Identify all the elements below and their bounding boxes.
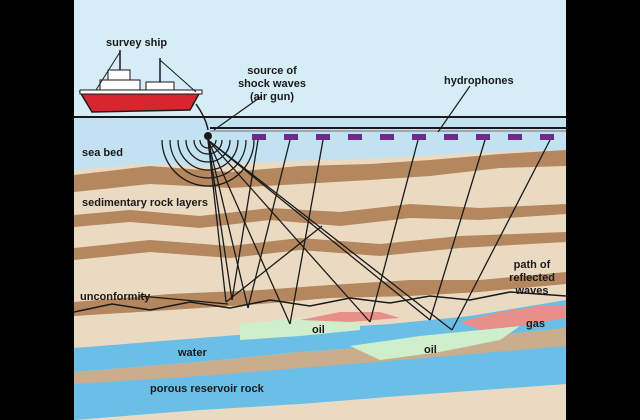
hydrophone-3 [316, 134, 330, 140]
rock-band-2 [74, 204, 566, 228]
sea-bed-label: sea bed [82, 147, 123, 159]
hydrophone-6 [412, 134, 426, 140]
ray-down-1 [207, 139, 233, 301]
water-layer [74, 300, 566, 372]
sea-surface-line [74, 116, 566, 118]
oil-label-2: oil [424, 344, 437, 356]
ship-crane [159, 59, 197, 93]
wave-ring-6 [161, 139, 255, 187]
tow-line [195, 103, 209, 131]
hydrophone-10 [540, 134, 554, 140]
ray-up-7 [225, 225, 323, 303]
gas-label: gas [526, 318, 545, 330]
gas-pocket-2 [460, 306, 566, 330]
ship-aft-cabin [145, 81, 175, 91]
ray-up-1 [231, 139, 259, 301]
unconformity-band [74, 272, 566, 316]
ship-cabin [99, 79, 141, 91]
hydrophone-1 [252, 134, 266, 140]
ray-down-3 [207, 139, 291, 325]
source-pointer [213, 95, 263, 131]
ship-rigging [95, 51, 121, 91]
wave-ring-3 [185, 139, 231, 163]
oil-pocket-1 [240, 316, 360, 340]
ray-down-7 [207, 139, 227, 303]
source-label-2: shock waves [238, 78, 306, 90]
unconformity-label: unconformity [80, 291, 151, 303]
path-label-1: path of [514, 259, 551, 271]
rock-band-1 [74, 150, 566, 192]
hydrophone-8 [476, 134, 490, 140]
sedimentary-label: sedimentary rock layers [82, 197, 208, 209]
air-gun-source [204, 132, 212, 140]
wave-ring-5 [169, 139, 247, 179]
oil-label-1: oil [312, 324, 325, 336]
hydrophone-4 [348, 134, 362, 140]
water-label: water [177, 347, 207, 359]
ray-down-6 [207, 139, 453, 331]
hydrophone-array [252, 134, 554, 140]
ray-up-5 [429, 139, 486, 321]
survey-ship-label: survey ship [106, 37, 167, 49]
rock-band-3 [74, 232, 566, 260]
hydrophones-pointer [437, 85, 471, 133]
ray-up-6 [451, 139, 551, 331]
ship-deck [79, 89, 203, 95]
hydrophone-9 [508, 134, 522, 140]
hydrophone-2 [284, 134, 298, 140]
unconformity-pointer [139, 295, 229, 305]
source-label-3: (air gun) [250, 91, 294, 103]
porous-reservoir-rock [74, 346, 566, 420]
source-label-1: source of [247, 65, 297, 77]
gas-pocket-1 [300, 312, 400, 322]
shock-wave-rings [161, 139, 255, 187]
wave-ring-2 [193, 139, 223, 155]
ray-down-2 [207, 139, 249, 309]
hydrophone-7 [444, 134, 458, 140]
hydrophones-label: hydrophones [444, 75, 514, 87]
oil-pocket-2 [350, 326, 520, 360]
hydrophone-5 [380, 134, 394, 140]
path-label-3: waves [514, 285, 548, 297]
survey-ship [78, 50, 203, 113]
ray-down-5 [207, 139, 431, 321]
ship-bridge [107, 69, 131, 81]
ray-up-2 [247, 139, 291, 309]
ray-up-3 [289, 139, 324, 325]
ship-hull [78, 91, 202, 113]
reflected-wave-paths [207, 139, 551, 331]
unconformity-line [73, 291, 567, 313]
ray-down-4 [207, 139, 371, 323]
ray-up-4 [369, 139, 419, 323]
path-label-2: reflected [509, 272, 555, 284]
porous-label: porous reservoir rock [150, 383, 265, 395]
wave-ring-4 [177, 139, 239, 171]
wave-ring-1 [199, 139, 217, 149]
